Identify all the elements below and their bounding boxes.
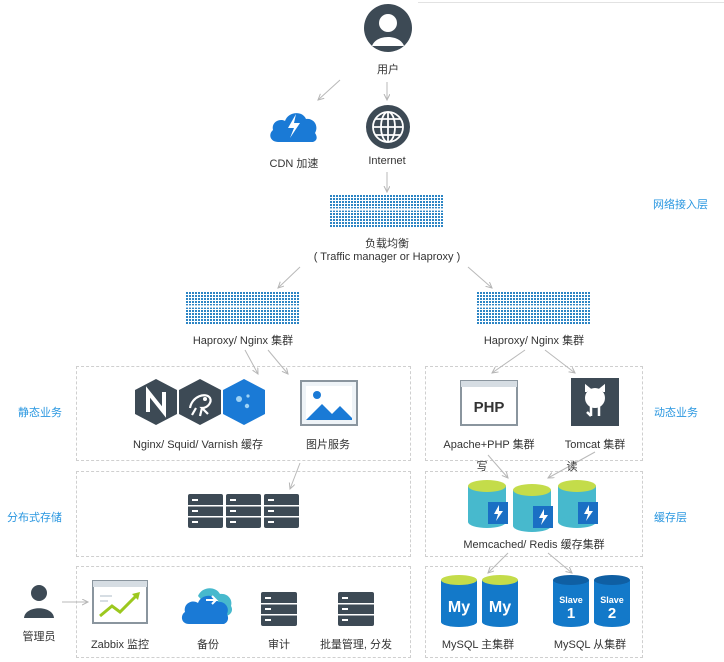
slave-1-number: 1 (567, 605, 575, 622)
dynamic-service-group (425, 366, 643, 461)
mysql-master-text-1: My (448, 599, 470, 616)
user-avatar-icon (364, 4, 412, 52)
admin-label: 管理员 (22, 631, 56, 643)
image-service-label: 图片服务 (306, 439, 350, 451)
apache-php-label: Apache+PHP 集群 (443, 439, 535, 451)
mysql-master-label: MySQL 主集群 (441, 639, 515, 651)
squid-hexagon-icon (179, 379, 221, 425)
load-balancer-sublabel: ( Traffic manager or Haproxy ) (313, 251, 461, 263)
backup-label: 备份 (197, 639, 219, 651)
ops-group (76, 566, 411, 658)
haproxy-right-label: Haproxy/ Nginx 集群 (483, 335, 585, 347)
audit-server-icon (261, 592, 297, 626)
mysql-master-text-2: My (489, 599, 511, 616)
layer-network-label: 网络接入层 (653, 199, 708, 211)
storage-group (76, 471, 411, 557)
mysql-slave-label: MySQL 从集群 (553, 639, 627, 651)
cdn-label: CDN 加速 (269, 158, 319, 170)
tomcat-label: Tomcat 集群 (564, 439, 626, 451)
memcached-label: Memcached/ Redis 缓存集群 (463, 539, 605, 551)
slave-1-caption: Slave (559, 595, 583, 605)
batch-server-icon (338, 592, 374, 626)
php-window-icon: PHP (460, 380, 518, 426)
internet-label: Internet (368, 155, 406, 167)
slave-2-number: 2 (608, 605, 616, 622)
read-label: 读 (566, 461, 578, 473)
write-label: 写 (476, 461, 488, 473)
audit-label: 审计 (268, 639, 290, 651)
haproxy-left-icon (186, 292, 300, 324)
layer-static-label: 静态业务 (18, 407, 62, 419)
mysql-slave-icon: Slave 1 Slave 2 (553, 575, 630, 627)
nginx-cache-label: Nginx/ Squid/ Varnish 缓存 (132, 439, 264, 451)
varnish-hexagon-icon (223, 379, 265, 425)
cache-group (425, 471, 643, 557)
static-service-group (76, 366, 411, 461)
cache-cluster-icon (468, 480, 598, 532)
nginx-hexagon-icon (135, 379, 177, 425)
layer-cache-label: 缓存层 (654, 512, 687, 524)
load-balancer-label: 负载均衡 (365, 238, 409, 250)
top-divider (418, 2, 724, 3)
haproxy-right-icon (477, 292, 591, 324)
php-icon-text: PHP (474, 399, 505, 416)
user-label: 用户 (377, 64, 399, 76)
haproxy-left-label: Haproxy/ Nginx 集群 (192, 335, 294, 347)
slave-2-caption: Slave (600, 595, 624, 605)
tomcat-github-icon (571, 378, 619, 426)
database-group (425, 566, 643, 658)
cdn-cloud-icon (270, 113, 317, 142)
layer-storage-label: 分布式存储 (7, 512, 62, 524)
zabbix-chart-icon (92, 580, 148, 624)
zabbix-label: Zabbix 监控 (90, 639, 150, 651)
backup-cloud-icon (181, 588, 233, 624)
image-service-icon (300, 380, 358, 426)
layer-dynamic-label: 动态业务 (654, 407, 698, 419)
storage-servers-icon (188, 494, 299, 528)
globe-icon (366, 105, 410, 149)
admin-user-icon (24, 585, 54, 618)
load-balancer-icon (330, 195, 444, 227)
mysql-master-icon: My My (441, 575, 518, 627)
batch-label: 批量管理, 分发 (319, 639, 393, 651)
